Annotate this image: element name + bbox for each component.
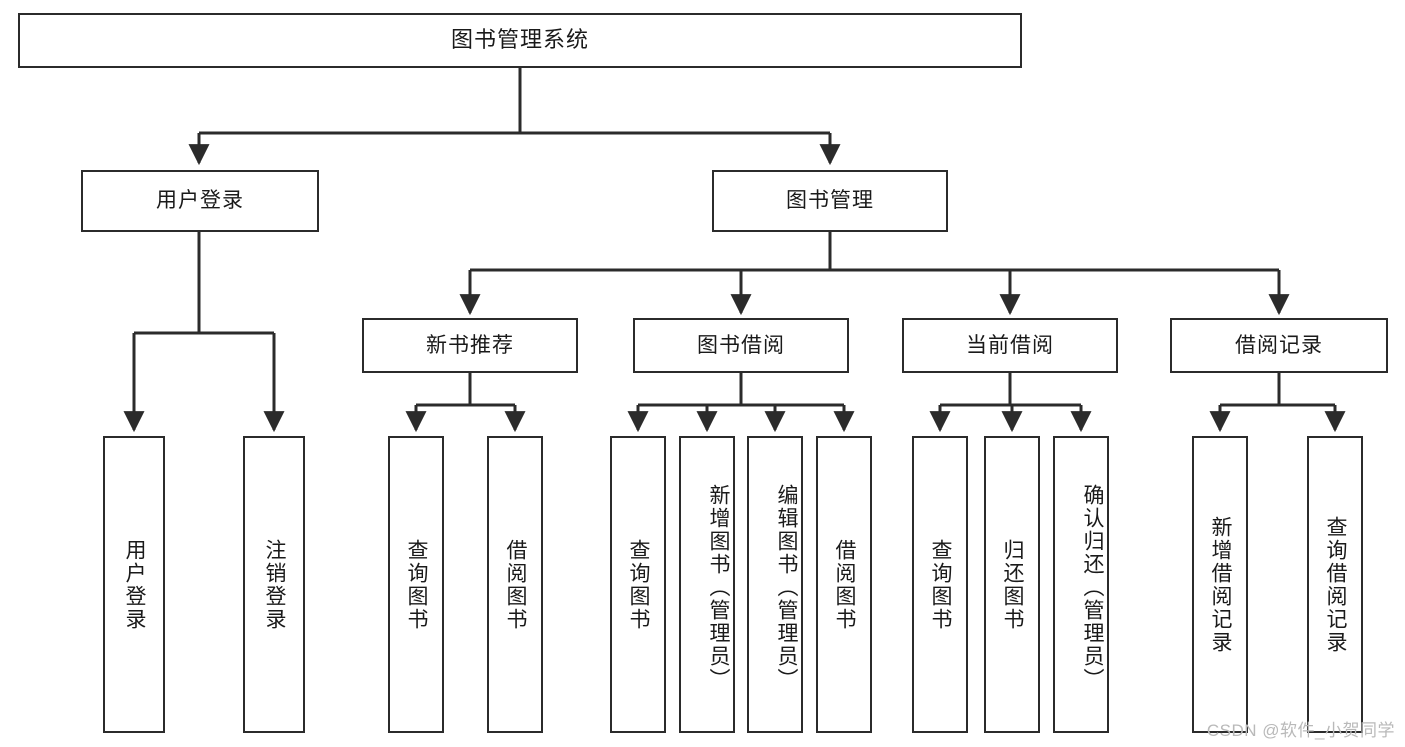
node-book-manage[interactable]: 图书管理 — [712, 170, 948, 232]
watermark-text: CSDN @软件_小贺同学 — [1206, 721, 1395, 740]
node-leaf-query-book-borrow[interactable]: 查询图书 — [610, 436, 666, 733]
node-leaf-edit-book[interactable]: 编辑图书（管理员） — [747, 436, 803, 733]
node-leaf-confirm-return[interactable]: 确认归还（管理员） — [1053, 436, 1109, 733]
leaf-label: 确认归还（管理员） — [1081, 484, 1104, 691]
node-leaf-logout-login[interactable]: 注销登录 — [243, 436, 305, 733]
node-leaf-borrow-book[interactable]: 借阅图书 — [816, 436, 872, 733]
node-leaf-add-book[interactable]: 新增图书（管理员） — [679, 436, 735, 733]
leaf-label: 查询图书 — [929, 538, 952, 631]
node-borrow-record[interactable]: 借阅记录 — [1170, 318, 1388, 373]
node-leaf-user-login[interactable]: 用户登录 — [103, 436, 165, 733]
leaf-label: 查询图书 — [405, 538, 428, 631]
node-leaf-borrow-book-rec[interactable]: 借阅图书 — [487, 436, 543, 733]
leaf-label: 借阅图书 — [833, 538, 856, 631]
leaf-label: 用户登录 — [123, 538, 146, 631]
leaf-label: 借阅图书 — [504, 538, 527, 631]
leaf-label: 编辑图书（管理员） — [775, 484, 798, 691]
leaf-label: 归还图书 — [1001, 538, 1024, 631]
node-current-borrow[interactable]: 当前借阅 — [902, 318, 1118, 373]
node-leaf-query-book-current[interactable]: 查询图书 — [912, 436, 968, 733]
leaf-label: 查询借阅记录 — [1324, 515, 1347, 654]
node-leaf-query-borrow-record[interactable]: 查询借阅记录 — [1307, 436, 1363, 733]
node-user-login[interactable]: 用户登录 — [81, 170, 319, 232]
node-new-book-recommend[interactable]: 新书推荐 — [362, 318, 578, 373]
node-leaf-add-borrow-record[interactable]: 新增借阅记录 — [1192, 436, 1248, 733]
node-leaf-query-book-rec[interactable]: 查询图书 — [388, 436, 444, 733]
leaf-label: 新增图书（管理员） — [707, 484, 730, 691]
leaf-label: 新增借阅记录 — [1209, 515, 1232, 654]
node-leaf-return-book[interactable]: 归还图书 — [984, 436, 1040, 733]
node-book-borrow[interactable]: 图书借阅 — [633, 318, 849, 373]
node-root[interactable]: 图书管理系统 — [18, 13, 1022, 68]
leaf-label: 查询图书 — [627, 538, 650, 631]
leaf-label: 注销登录 — [263, 538, 286, 631]
